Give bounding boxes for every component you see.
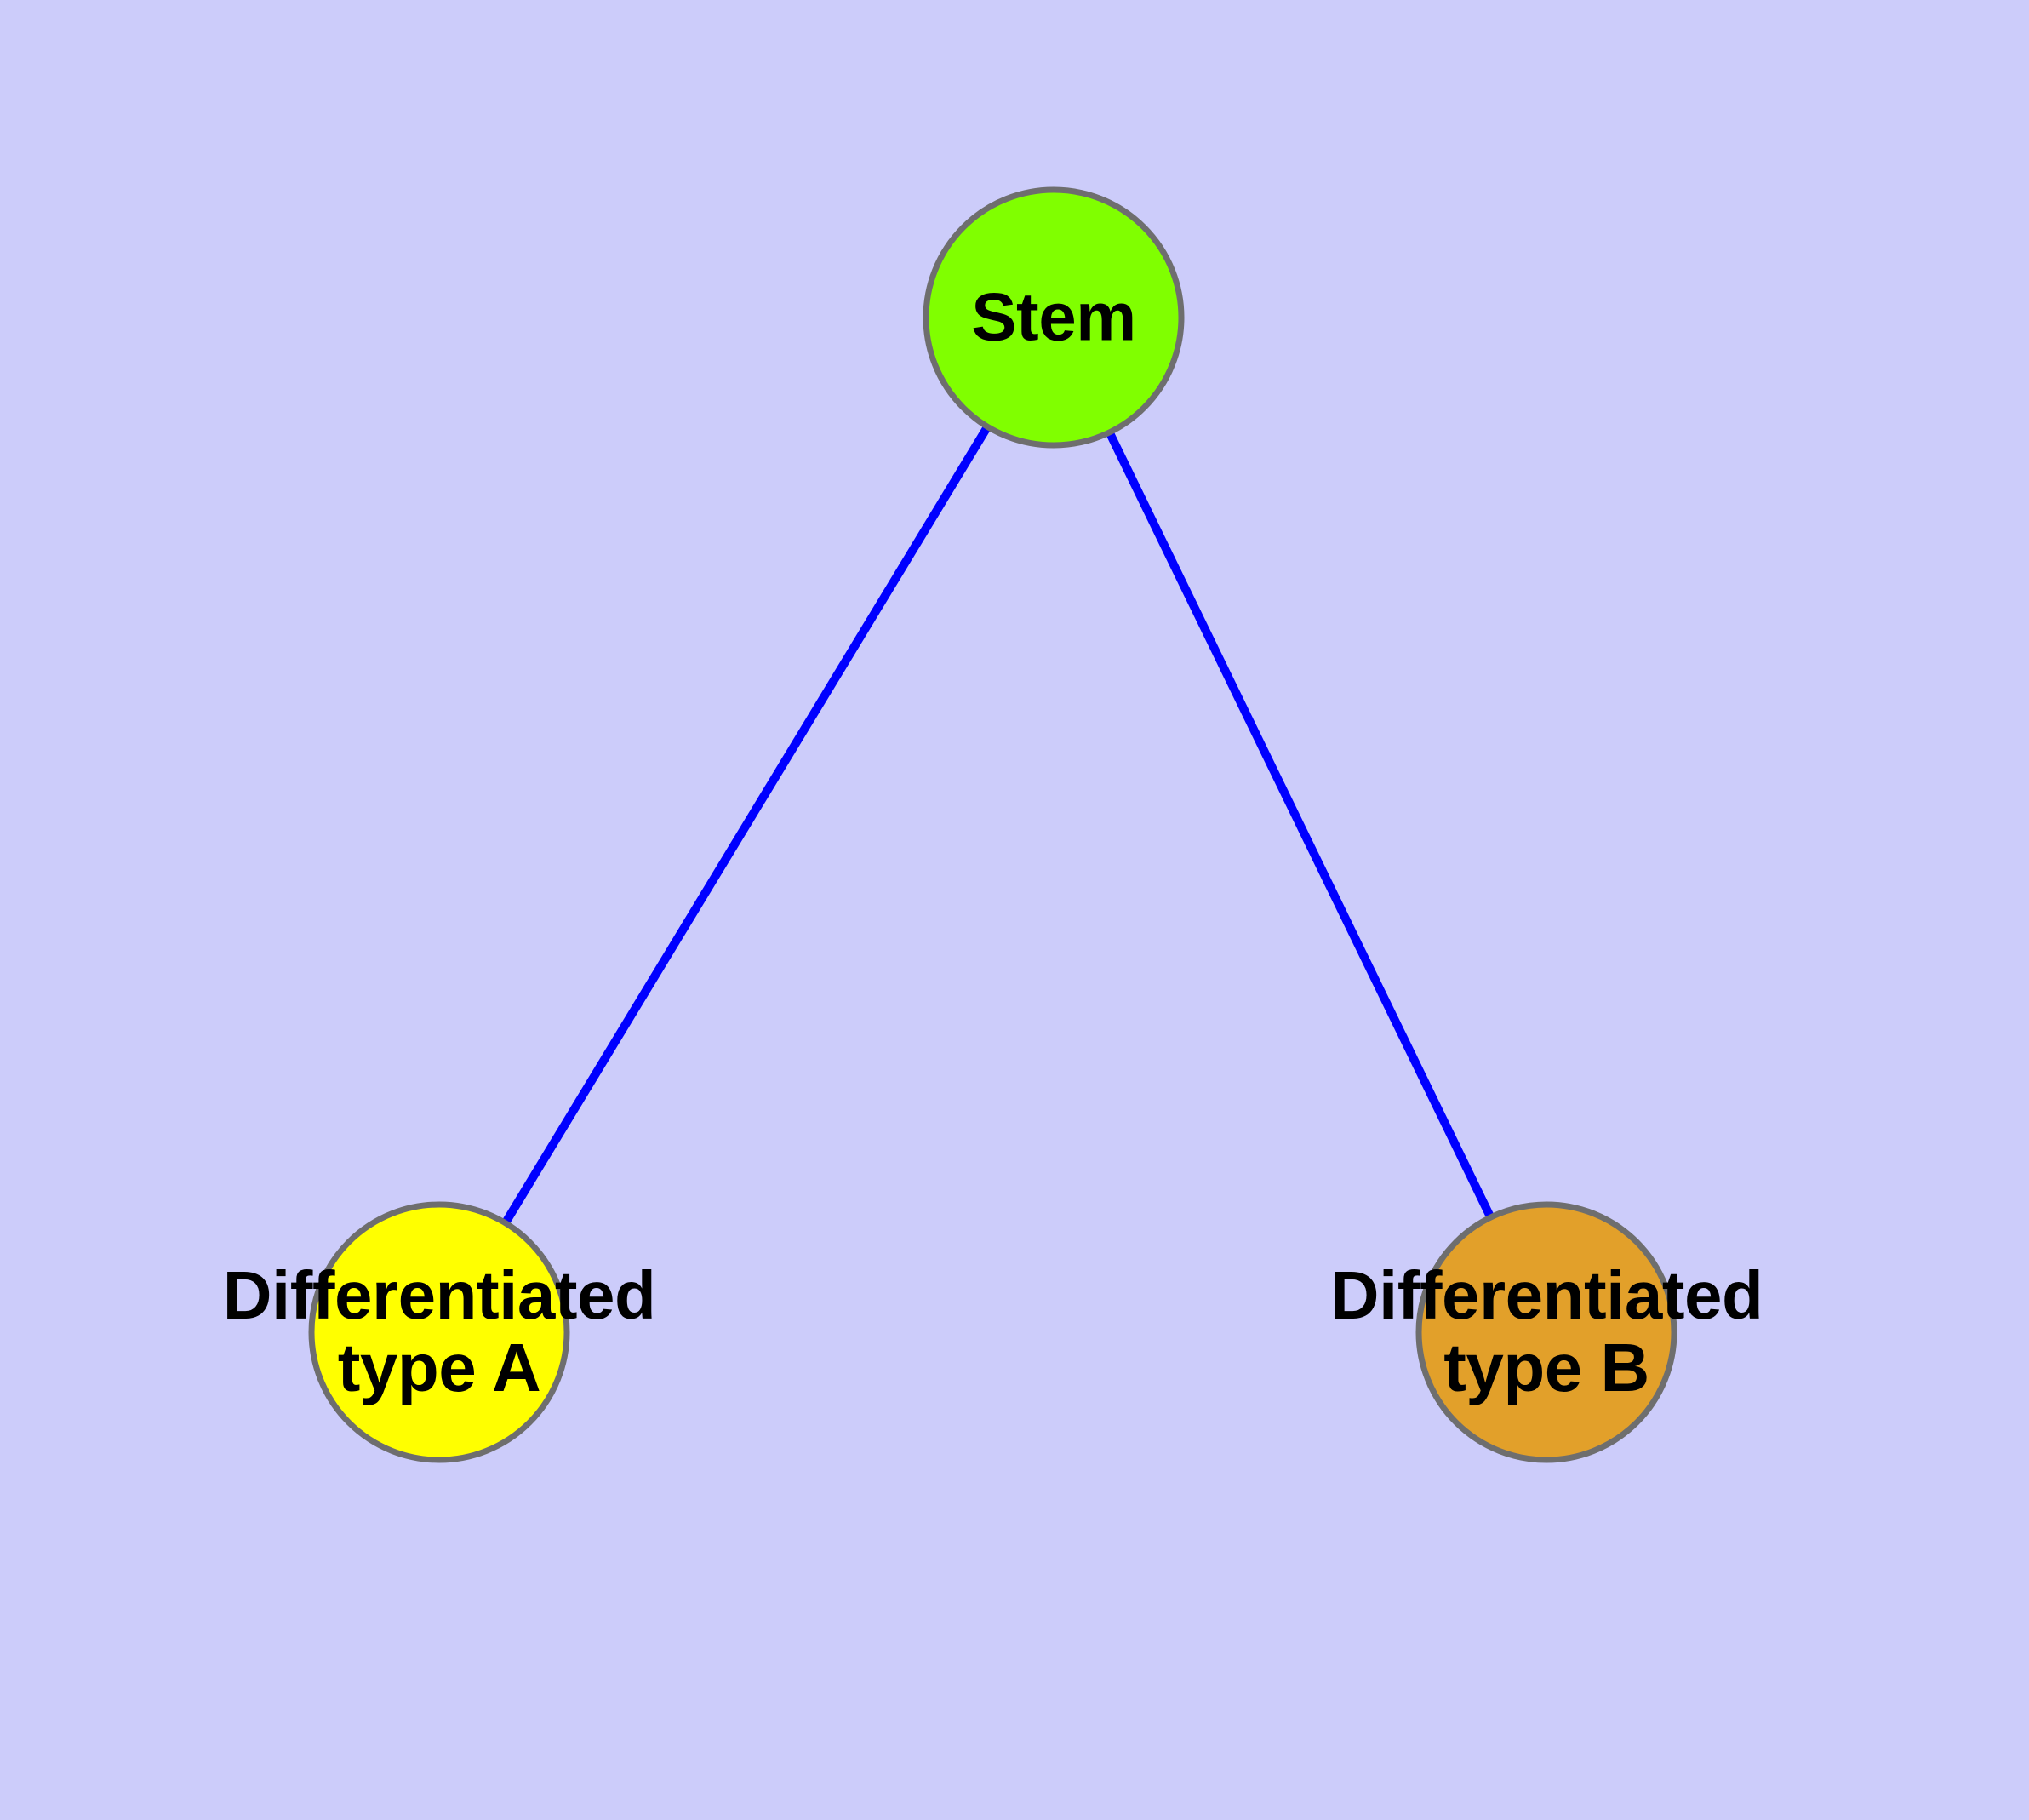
node-circle-diff_b[interactable] [1415,1201,1677,1463]
edge-stem-to-diff-b [1106,432,1495,1218]
edges-group [502,426,1495,1224]
node-circle-stem[interactable] [923,186,1185,449]
nodes-group [308,186,1677,1463]
edge-stem-to-diff-a [502,426,991,1224]
node-circle-diff_a[interactable] [308,1201,570,1463]
